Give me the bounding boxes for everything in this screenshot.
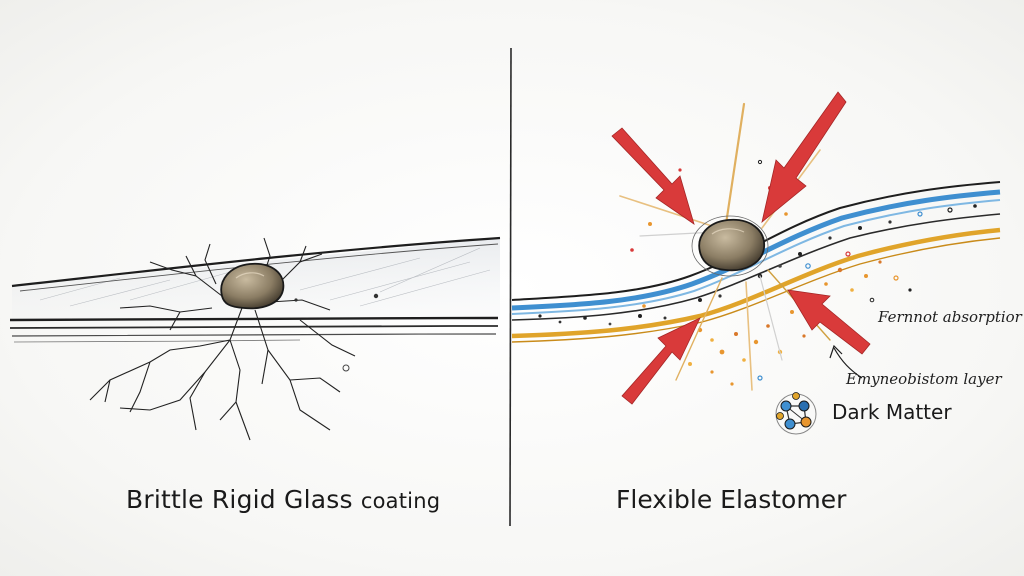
absorption-label: Fernnot absorptior [878, 308, 1022, 326]
left-caption-main: Brittle Rigid Glass [126, 485, 353, 514]
impact-burst [619, 102, 831, 391]
glass-cracks [89, 237, 356, 441]
panel-divider [509, 47, 512, 527]
impact-arrow-icon [611, 91, 871, 405]
left-caption-small: coating [360, 489, 441, 513]
dark-matter-label: Dark Matter [832, 400, 952, 424]
rock-icon [691, 215, 769, 277]
dark-matter-icon [775, 392, 817, 435]
layer-pointer-arrow [829, 344, 863, 379]
right-caption: Flexible Elastomer [616, 485, 847, 514]
band-particles [538, 204, 977, 326]
left-caption: Brittle Rigid Glass coating [126, 485, 440, 514]
layer-label: Emyneobistom layer [846, 370, 1002, 388]
rock-icon [220, 262, 379, 372]
